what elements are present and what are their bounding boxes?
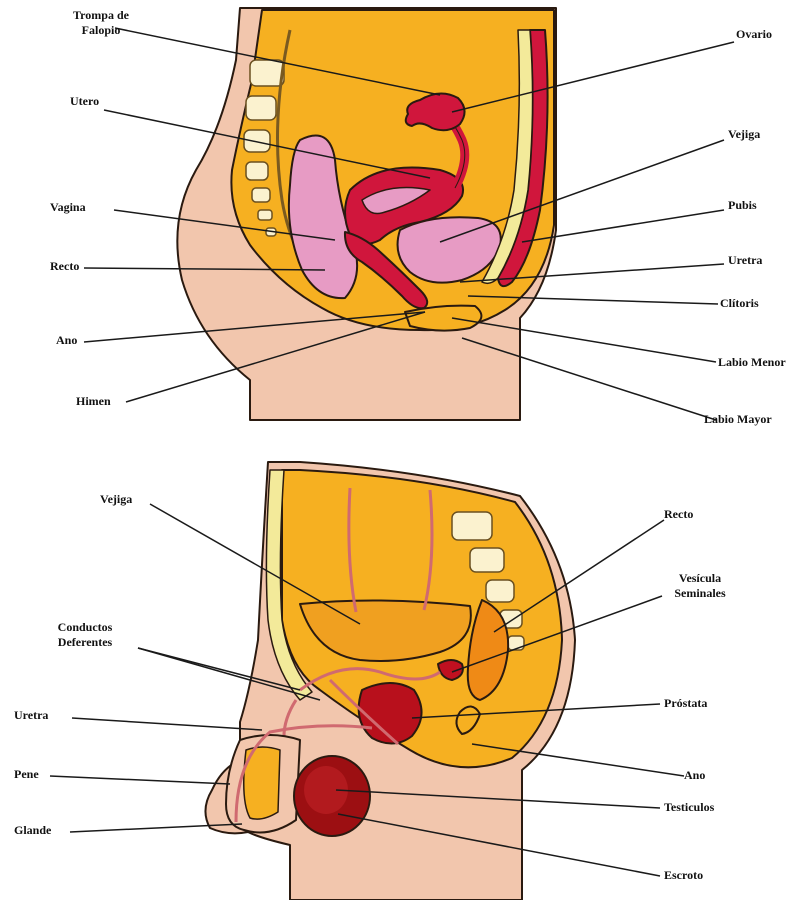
label-recto-female: Recto: [50, 259, 79, 274]
male-prostate: [359, 683, 422, 744]
label-ovario: Ovario: [736, 27, 772, 42]
label-vesicula-seminales: Vesícula Seminales: [650, 571, 750, 601]
label-uretra-female: Uretra: [728, 253, 762, 268]
label-pene: Pene: [14, 767, 39, 782]
female-section: [177, 8, 556, 420]
label-escroto: Escroto: [664, 868, 703, 883]
label-prostata: Próstata: [664, 696, 707, 711]
label-testiculos: Testiculos: [664, 800, 714, 815]
label-clitoris: Clítoris: [720, 296, 759, 311]
female-vulva: [405, 306, 481, 331]
label-ano-male: Ano: [684, 768, 705, 783]
label-himen: Himen: [76, 394, 111, 409]
label-vejiga-male: Vejiga: [100, 492, 132, 507]
label-labio-menor: Labio Menor: [718, 355, 786, 370]
label-trompa-de-falopio: Trompa de Falopio: [46, 8, 156, 38]
label-uretra-male: Uretra: [14, 708, 48, 723]
label-conductos-deferentes: Conductos Deferentes: [20, 620, 150, 650]
label-recto-male: Recto: [664, 507, 693, 522]
male-section: [205, 462, 575, 900]
label-vagina: Vagina: [50, 200, 86, 215]
label-utero: Utero: [70, 94, 99, 109]
label-glande: Glande: [14, 823, 51, 838]
label-vejiga-female: Vejiga: [728, 127, 760, 142]
label-labio-mayor: Labio Mayor: [704, 412, 772, 427]
label-ano-female: Ano: [56, 333, 77, 348]
label-pubis: Pubis: [728, 198, 757, 213]
